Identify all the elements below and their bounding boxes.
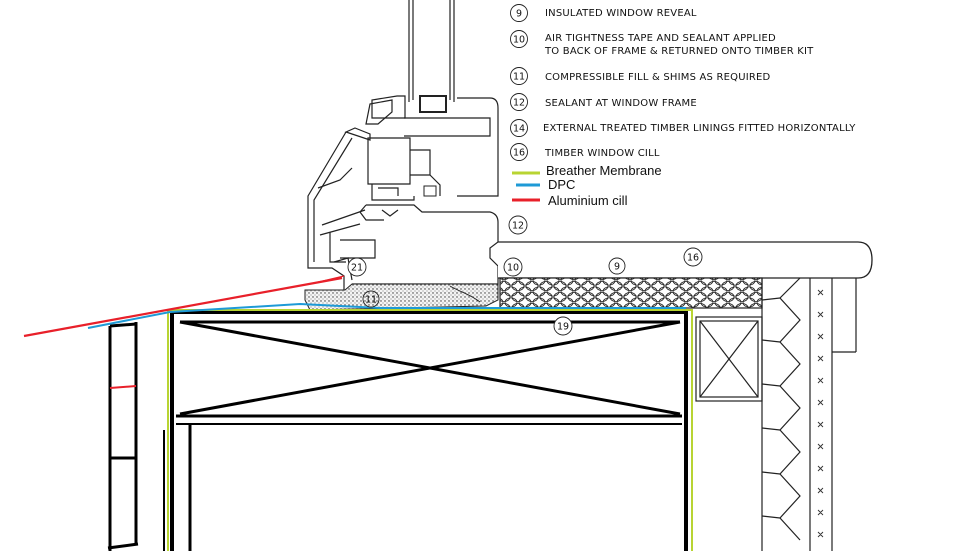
external-linings xyxy=(761,277,857,551)
svg-text:Aluminium cill: Aluminium cill xyxy=(548,193,628,208)
drawing-tags: 12 10 9 16 21 11 19 xyxy=(347,215,703,336)
svg-text:SEALANT AT WINDOW FRAME: SEALANT AT WINDOW FRAME xyxy=(545,98,697,109)
svg-text:10: 10 xyxy=(507,263,519,274)
timber-block xyxy=(695,316,763,402)
svg-text:INSULATED WINDOW REVEAL: INSULATED WINDOW REVEAL xyxy=(545,8,697,19)
aluminium-cill-upturn xyxy=(309,275,345,285)
svg-text:TO BACK OF FRAME & RETURNED ON: TO BACK OF FRAME & RETURNED ONTO TIMBER … xyxy=(544,46,814,57)
svg-text:11: 11 xyxy=(365,295,377,306)
insulated-window-reveal xyxy=(499,277,763,309)
aluminium-cill-mark xyxy=(109,385,137,389)
timber-batten-crosses xyxy=(817,289,824,538)
svg-text:DPC: DPC xyxy=(548,177,575,192)
tag-10: 10 xyxy=(503,257,523,277)
legend-item-10: 10 AIR TIGHTNESS TAPE AND SEALANT APPLIE… xyxy=(510,30,814,57)
svg-text:TIMBER WINDOW CILL: TIMBER WINDOW CILL xyxy=(544,148,660,159)
svg-text:9: 9 xyxy=(516,9,522,20)
svg-text:10: 10 xyxy=(513,35,525,46)
svg-text:14: 14 xyxy=(513,124,525,135)
legend-item-9: 9 INSULATED WINDOW REVEAL xyxy=(510,4,697,22)
window-frame xyxy=(307,0,499,290)
dpc-line xyxy=(87,302,686,329)
tag-11: 11 xyxy=(362,290,380,308)
svg-text:16: 16 xyxy=(513,148,525,159)
breather-membrane-line xyxy=(167,309,693,551)
svg-text:EXTERNAL TREATED TIMBER LINING: EXTERNAL TREATED TIMBER LININGS FITTED H… xyxy=(543,123,856,134)
colour-key-aluminium-cill: Aluminium cill xyxy=(512,193,628,208)
svg-text:12: 12 xyxy=(513,98,525,109)
shim-line xyxy=(449,285,481,303)
legend-item-16: 16 TIMBER WINDOW CILL xyxy=(510,143,660,161)
tag-21: 21 xyxy=(347,257,367,277)
svg-text:16: 16 xyxy=(687,253,699,264)
tag-19: 19 xyxy=(553,316,573,336)
svg-text:21: 21 xyxy=(351,263,363,274)
timber-header xyxy=(170,310,688,551)
legend-item-11: 11 COMPRESSIBLE FILL & SHIMS AS REQUIRED xyxy=(510,67,771,85)
colour-key-breather-membrane: Breather Membrane xyxy=(512,163,662,178)
svg-text:Breather Membrane: Breather Membrane xyxy=(546,163,662,178)
legend-item-12: 12 SEALANT AT WINDOW FRAME xyxy=(510,93,697,111)
svg-text:11: 11 xyxy=(513,72,525,83)
colour-key-dpc: DPC xyxy=(516,177,575,192)
svg-text:9: 9 xyxy=(614,262,620,273)
external-cladding xyxy=(107,322,165,551)
aluminium-cill-line xyxy=(23,276,343,338)
svg-text:COMPRESSIBLE FILL & SHIMS AS R: COMPRESSIBLE FILL & SHIMS AS REQUIRED xyxy=(545,72,771,83)
svg-text:19: 19 xyxy=(557,322,569,333)
tag-9: 9 xyxy=(608,257,626,275)
legend: 9 INSULATED WINDOW REVEAL 10 AIR TIGHTNE… xyxy=(510,4,856,208)
svg-text:AIR TIGHTNESS TAPE AND SEALANT: AIR TIGHTNESS TAPE AND SEALANT APPLIED xyxy=(545,33,776,44)
legend-item-14: 14 EXTERNAL TREATED TIMBER LININGS FITTE… xyxy=(510,119,856,137)
svg-text:12: 12 xyxy=(512,221,524,232)
tag-12: 12 xyxy=(508,215,528,235)
tag-16: 16 xyxy=(683,247,703,267)
